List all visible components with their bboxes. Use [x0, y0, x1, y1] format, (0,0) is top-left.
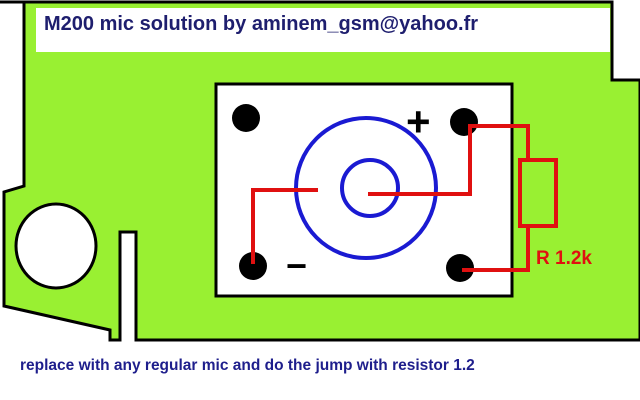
board-hole [14, 202, 98, 290]
pad-bottom-right [446, 254, 474, 282]
resistor-label: R 1.2k [536, 248, 592, 269]
page-title: M200 mic solution by aminem_gsm@yahoo.fr [44, 13, 479, 35]
wire-positive-jumper [368, 124, 530, 196]
wire-negative [251, 188, 318, 264]
title-box: M200 mic solution by aminem_gsm@yahoo.fr [36, 8, 610, 52]
instruction-caption: replace with any regular mic and do the … [20, 357, 475, 374]
plus-label: + [406, 98, 431, 145]
resistor [518, 158, 558, 228]
mic-inner-ring [340, 158, 400, 218]
pad-top-left [232, 104, 260, 132]
pad-top-right [450, 108, 478, 136]
wire-resistor-return [462, 226, 530, 272]
minus-label: − [286, 245, 307, 286]
pad-bottom-left [239, 252, 267, 280]
